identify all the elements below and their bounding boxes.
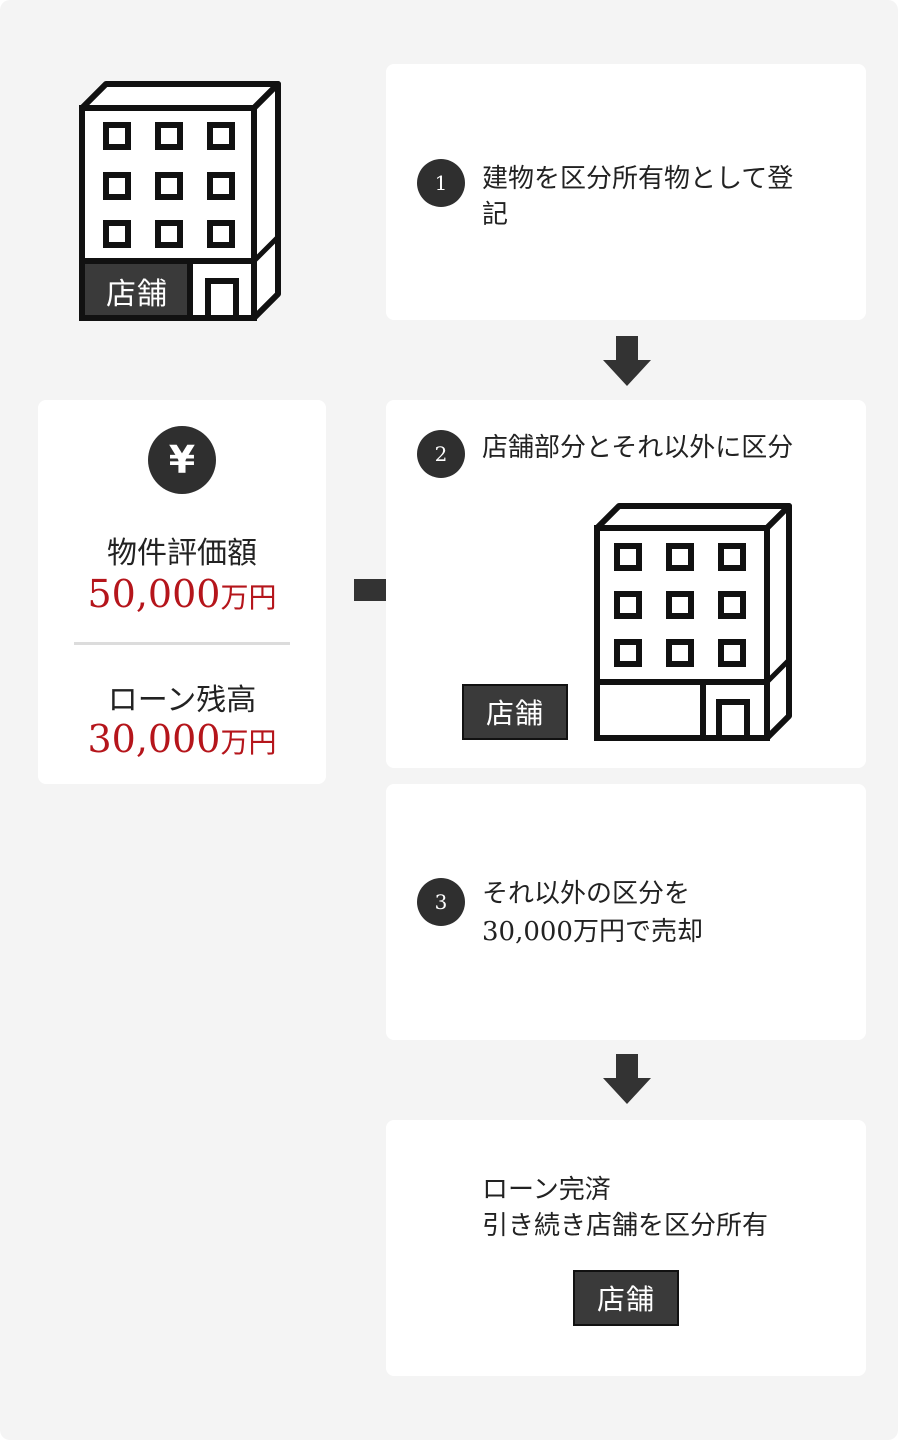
building-icon-top [79,81,281,321]
yen-icon: ¥ [148,426,216,494]
shop-label-step2: 店舗 [462,684,568,740]
result-card: ローン完済 引き続き店舗を区分所有 店舗 [386,1120,866,1376]
step3-card: 3 それ以外の区分を 30,000万円で売却 [386,784,866,1040]
step1-number: 1 [417,159,465,207]
step1-text-line1: 建物を区分所有物として登 [482,164,794,194]
step2-text: 店舗部分とそれ以外に区分 [482,433,794,463]
loan-balance-unit: 万円 [220,726,277,759]
valuation-card: ¥ 物件評価額 50,000万円 ローン残高 30,000万円 [38,400,326,784]
loan-balance-number: 30,000 [87,717,221,761]
step1-text-line2: 記 [482,200,509,230]
arrow-down-1 [603,336,651,386]
shop-label-top: 店舗 [106,277,168,312]
shop-label-result: 店舗 [573,1270,679,1326]
result-text-line1: ローン完済 [482,1175,611,1205]
loan-balance-amount: 30,000万円 [38,717,326,761]
property-value-label: 物件評価額 [107,536,257,571]
arrow-down-2 [603,1054,651,1104]
result-text-line2: 引き続き店舗を区分所有 [482,1211,769,1241]
divider [74,642,290,645]
step2-number: 2 [417,430,465,478]
step3-text-line1: それ以外の区分を [482,879,691,909]
step3-text-line2: 30,000万円で売却 [482,917,703,947]
property-value-unit: 万円 [220,581,277,614]
step1-card: 1 建物を区分所有物として登 記 [386,64,866,320]
step3-number: 3 [417,878,465,926]
property-value-amount: 50,000万円 [38,572,326,616]
step2-card: 2 店舗部分とそれ以外に区分 店舗 [386,400,866,768]
property-value-number: 50,000 [87,572,221,616]
building-icon-step2 [594,503,792,741]
yen-glyph: ¥ [168,438,196,482]
loan-balance-label: ローン残高 [107,683,257,718]
